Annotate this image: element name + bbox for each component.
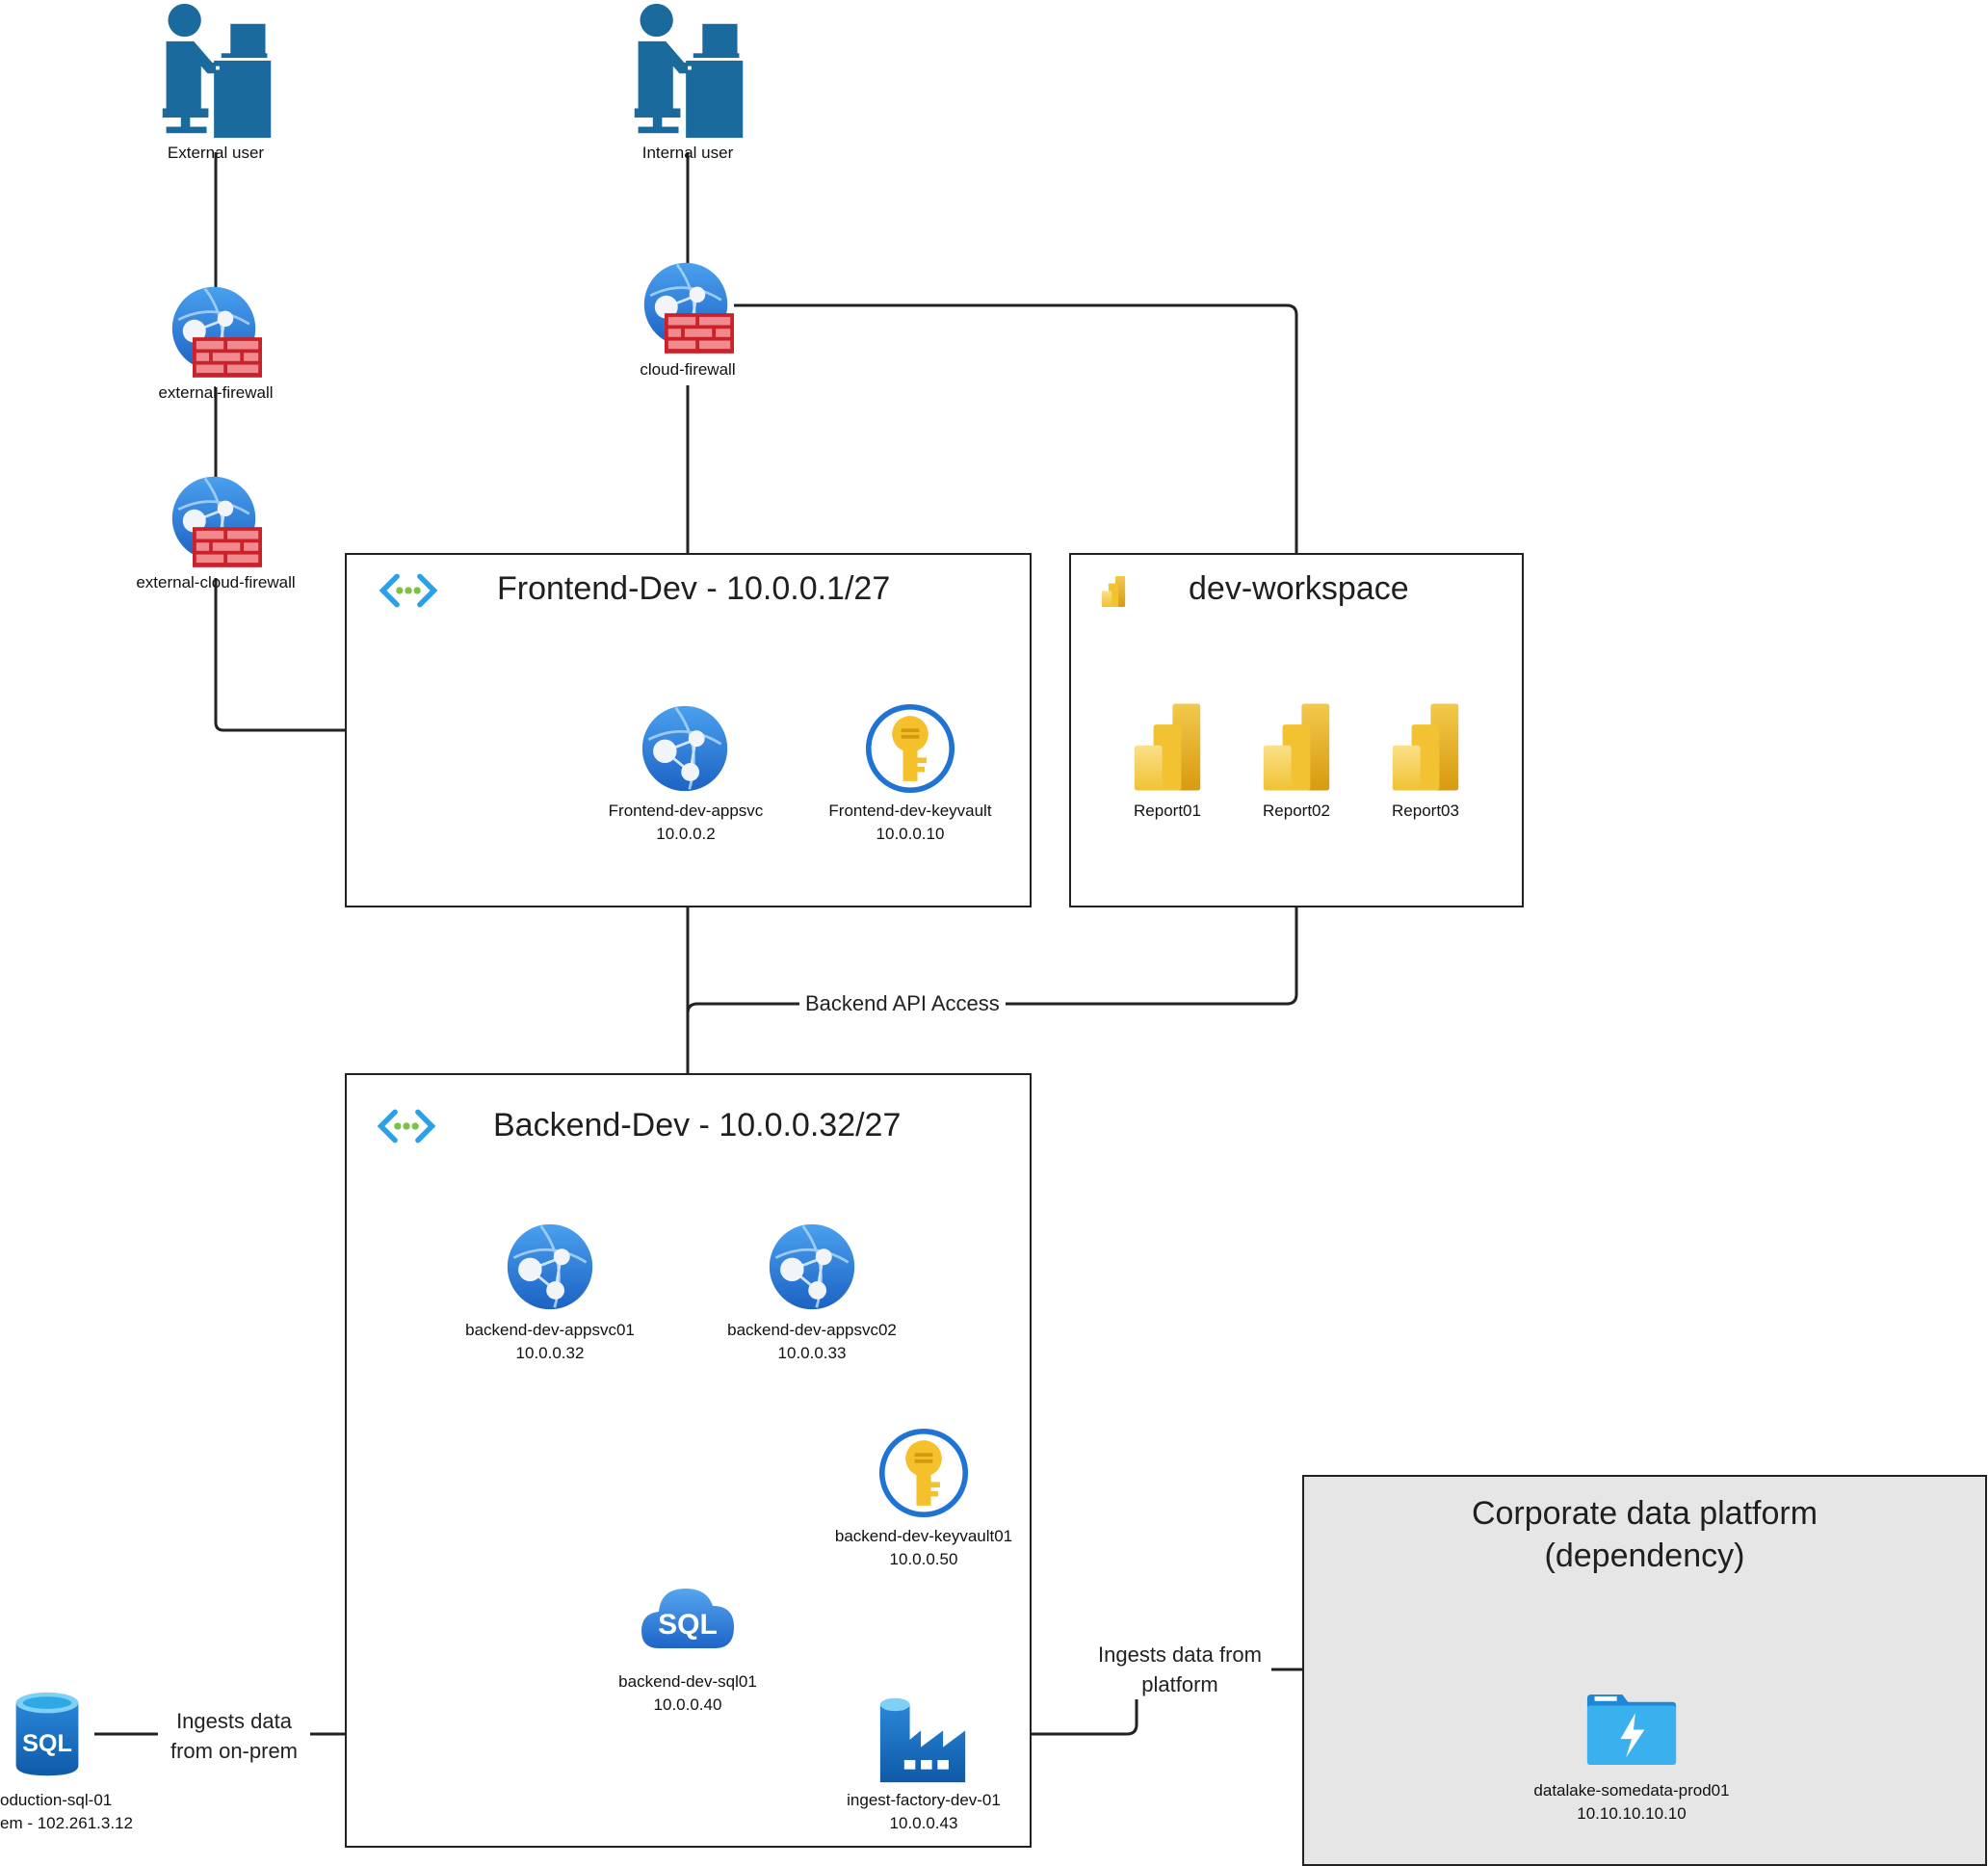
report02-label: Report02 — [1263, 802, 1330, 820]
edge-cloud-firewall-to-workspace — [734, 303, 1298, 554]
platform-ingest-line1: Ingests data from — [1098, 1643, 1262, 1667]
frontend-appsvc-ip: 10.0.0.2 — [656, 825, 716, 843]
backend-keyvault01-ip: 10.0.0.50 — [889, 1550, 958, 1568]
power-bi-report-icon[interactable] — [1133, 701, 1202, 793]
frontend-appsvc-name: Frontend-dev-appsvc — [608, 802, 764, 820]
cloud-firewall-label: cloud-firewall — [640, 360, 736, 379]
report01-label: Report01 — [1134, 802, 1201, 820]
corporate-platform-title: Corporate data platform (dependency) — [1302, 1492, 1987, 1577]
firewall-icon — [193, 337, 262, 378]
app-service-icon[interactable] — [767, 1222, 857, 1312]
backend-appsvc01-label: backend-dev-appsvc01 10.0.0.32 — [434, 1319, 666, 1365]
backend-appsvc02-label: backend-dev-appsvc02 10.0.0.33 — [696, 1319, 928, 1365]
power-bi-workspace-icon — [1101, 576, 1126, 607]
backend-group-title: Backend-Dev - 10.0.0.32/27 — [493, 1107, 902, 1143]
backend-appsvc02-ip: 10.0.0.33 — [777, 1344, 847, 1362]
backend-sql01-name: backend-dev-sql01 — [618, 1672, 757, 1691]
backend-keyvault01-name: backend-dev-keyvault01 — [834, 1527, 1013, 1545]
backend-sql01-ip: 10.0.0.40 — [653, 1695, 722, 1714]
backend-api-access-label: Backend API Access — [799, 988, 1006, 1018]
virtual-network-icon — [376, 1108, 437, 1144]
edge-external-cloud-firewall-to-frontend — [214, 578, 345, 732]
ingest-factory-label: ingest-factory-dev-01 10.0.0.43 — [808, 1789, 1039, 1835]
backend-appsvc01-name: backend-dev-appsvc01 — [465, 1321, 635, 1339]
onprem-ingest-line1: Ingests data — [176, 1709, 292, 1733]
backend-sql01-label: backend-dev-sql01 10.0.0.40 — [572, 1670, 803, 1717]
data-lake-icon[interactable] — [1585, 1693, 1678, 1767]
firewall-icon — [193, 527, 262, 567]
workspace-group-title: dev-workspace — [1189, 570, 1409, 607]
frontend-keyvault-ip: 10.0.0.10 — [876, 825, 945, 843]
backend-appsvc02-name: backend-dev-appsvc02 — [727, 1321, 897, 1339]
production-sql-name: oduction-sql-01 — [0, 1791, 113, 1809]
external-user-icon[interactable] — [157, 0, 276, 138]
datalake-name: datalake-somedata-prod01 — [1533, 1781, 1730, 1800]
production-sql-label: oduction-sql-01 em - 102.261.3.12 — [0, 1789, 137, 1835]
onprem-ingest-label: Ingests data from on-prem — [158, 1706, 310, 1766]
corporate-platform-group[interactable] — [1302, 1475, 1987, 1866]
ingest-factory-name: ingest-factory-dev-01 — [847, 1791, 1001, 1809]
internal-user-icon[interactable] — [629, 0, 748, 138]
report03-label: Report03 — [1392, 802, 1459, 820]
datalake-label: datalake-somedata-prod01 10.10.10.10.10 — [1516, 1779, 1747, 1826]
internal-user-label: Internal user — [641, 144, 734, 162]
sql-database-icon[interactable] — [13, 1689, 82, 1779]
edge-factory-to-platform — [969, 1668, 1302, 1736]
ingest-factory-ip: 10.0.0.43 — [889, 1814, 958, 1832]
backend-appsvc01-ip: 10.0.0.32 — [515, 1344, 585, 1362]
platform-ingest-label: Ingests data from platform — [1088, 1640, 1271, 1699]
key-vault-icon[interactable] — [865, 703, 955, 794]
onprem-ingest-line2: from on-prem — [170, 1739, 299, 1763]
edge-workspace-to-backend — [686, 907, 1298, 1014]
production-sql-ip: em - 102.261.3.12 — [0, 1814, 133, 1832]
corporate-platform-title-line2: (dependency) — [1544, 1537, 1745, 1574]
frontend-keyvault-name: Frontend-dev-keyvault — [828, 802, 992, 820]
backend-keyvault01-label: backend-dev-keyvault01 10.0.0.50 — [808, 1525, 1039, 1571]
external-user-label: External user — [167, 144, 265, 162]
frontend-keyvault-label: Frontend-dev-keyvault 10.0.0.10 — [795, 800, 1026, 846]
virtual-network-icon — [378, 572, 439, 609]
power-bi-report-icon[interactable] — [1391, 701, 1460, 793]
app-service-icon[interactable] — [640, 703, 730, 794]
data-factory-icon[interactable] — [876, 1692, 969, 1784]
frontend-appsvc-label: Frontend-dev-appsvc 10.0.0.2 — [570, 800, 801, 846]
firewall-icon — [665, 313, 734, 354]
platform-ingest-line2: platform — [1141, 1672, 1218, 1696]
datalake-ip: 10.10.10.10.10 — [1577, 1804, 1687, 1823]
external-firewall-label: external-firewall — [158, 383, 274, 402]
corporate-platform-title-line1: Corporate data platform — [1471, 1495, 1818, 1532]
sql-database-icon[interactable] — [640, 1580, 736, 1651]
external-cloud-firewall-label: external-cloud-firewall — [136, 573, 296, 591]
power-bi-report-icon[interactable] — [1262, 701, 1331, 793]
app-service-icon[interactable] — [505, 1222, 595, 1312]
key-vault-icon[interactable] — [878, 1428, 969, 1518]
frontend-group-title: Frontend-Dev - 10.0.0.1/27 — [497, 570, 891, 607]
